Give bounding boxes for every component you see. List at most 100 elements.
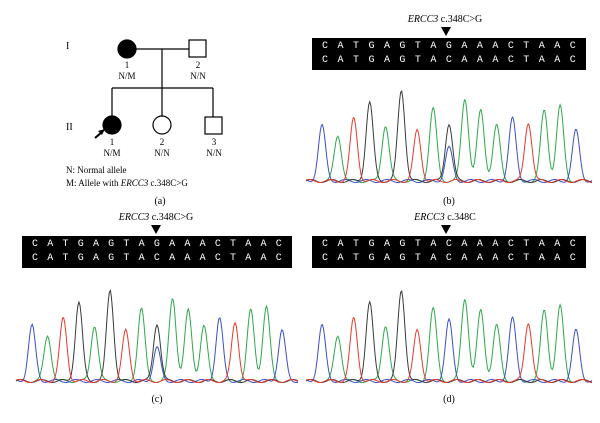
base-letter: C bbox=[445, 239, 452, 250]
base-letter: C bbox=[507, 239, 514, 250]
base-letter: C bbox=[322, 41, 329, 52]
base-letter: C bbox=[569, 253, 576, 264]
base-letter: T bbox=[352, 239, 359, 250]
legend-normal: N: Normal allele bbox=[66, 165, 127, 175]
caption-a: (a) bbox=[154, 196, 166, 207]
base-letter: C bbox=[32, 239, 39, 250]
base-letter: T bbox=[414, 55, 421, 66]
base-letter: A bbox=[47, 253, 54, 264]
chromatogram-trace-c bbox=[15, 289, 299, 384]
base-letter: A bbox=[92, 253, 99, 264]
base-letter: A bbox=[538, 239, 545, 250]
individual-I2-symbol bbox=[188, 39, 207, 58]
base-letter: T bbox=[523, 55, 530, 66]
base-letter: A bbox=[538, 253, 545, 264]
panel-d-title: ERCC3 c.348C bbox=[414, 212, 476, 223]
base-letter: A bbox=[554, 55, 561, 66]
base-letter: C bbox=[445, 253, 452, 264]
base-letter: T bbox=[414, 253, 421, 264]
base-letter: A bbox=[138, 253, 145, 264]
base-letter: A bbox=[492, 41, 499, 52]
base-letter: A bbox=[138, 239, 145, 250]
base-letter: A bbox=[47, 239, 54, 250]
base-letter: C bbox=[445, 55, 452, 66]
base-letter: T bbox=[414, 41, 421, 52]
base-letter: A bbox=[245, 253, 252, 264]
base-letter: A bbox=[476, 55, 483, 66]
base-letter: A bbox=[461, 239, 468, 250]
base-letter: G bbox=[368, 41, 375, 52]
chromatogram-trace-b bbox=[305, 90, 593, 184]
generation-I-label: I bbox=[66, 41, 70, 52]
base-letter: G bbox=[108, 239, 115, 250]
base-letter: T bbox=[352, 55, 359, 66]
base-letter: A bbox=[461, 253, 468, 264]
base-letter: C bbox=[507, 55, 514, 66]
trace-T bbox=[15, 317, 299, 384]
base-letter: A bbox=[184, 239, 191, 250]
base-letter: T bbox=[62, 253, 69, 264]
base-letter: T bbox=[352, 253, 359, 264]
base-letter: A bbox=[383, 41, 390, 52]
base-letter: C bbox=[153, 253, 160, 264]
base-letter: A bbox=[337, 253, 344, 264]
base-letter: A bbox=[492, 55, 499, 66]
base-letter: G bbox=[368, 239, 375, 250]
generation-II-label: II bbox=[66, 122, 73, 133]
base-letter: A bbox=[461, 41, 468, 52]
individual-II2-symbol bbox=[152, 115, 172, 135]
trace-T bbox=[305, 316, 593, 384]
base-letter: T bbox=[523, 253, 530, 264]
base-letter: T bbox=[123, 239, 130, 250]
base-letter: A bbox=[461, 55, 468, 66]
base-letter: A bbox=[538, 41, 545, 52]
base-letter: A bbox=[169, 253, 176, 264]
trace-A bbox=[305, 99, 593, 184]
base-letter: A bbox=[169, 239, 176, 250]
legend-mutant: M: Allele with ERCC3 c.348C>G bbox=[66, 178, 188, 188]
base-letter: A bbox=[199, 253, 206, 264]
base-letter: G bbox=[399, 253, 406, 264]
base-letter: A bbox=[492, 253, 499, 264]
base-letter: A bbox=[337, 55, 344, 66]
arrow-down-icon bbox=[441, 225, 451, 234]
base-letter: A bbox=[476, 239, 483, 250]
base-letter: A bbox=[383, 239, 390, 250]
base-letter: C bbox=[214, 239, 221, 250]
base-letter: G bbox=[399, 239, 406, 250]
trace-A bbox=[15, 297, 299, 384]
base-letter: A bbox=[492, 239, 499, 250]
base-letter: A bbox=[337, 239, 344, 250]
panel-b-title: ERCC3 c.348C>G bbox=[407, 14, 483, 25]
base-letter: A bbox=[476, 253, 483, 264]
panel-c-title: ERCC3 c.348C>G bbox=[118, 212, 194, 223]
base-letter: C bbox=[507, 253, 514, 264]
base-letter: G bbox=[77, 239, 84, 250]
base-letter: A bbox=[554, 41, 561, 52]
pedigree-legend: N: Normal allele M: Allele with ERCC3 c.… bbox=[66, 164, 188, 190]
base-letter: T bbox=[414, 239, 421, 250]
base-letter: G bbox=[368, 55, 375, 66]
caption-d: (d) bbox=[443, 394, 455, 405]
arrow-down-icon bbox=[441, 27, 451, 36]
base-letter: T bbox=[523, 239, 530, 250]
trace-G bbox=[15, 289, 299, 384]
base-letter: G bbox=[77, 253, 84, 264]
chromatogram-trace-d bbox=[305, 290, 593, 384]
base-letter: A bbox=[245, 239, 252, 250]
base-letter: A bbox=[476, 41, 483, 52]
base-letter: C bbox=[322, 55, 329, 66]
base-letter: A bbox=[260, 239, 267, 250]
trace-T bbox=[305, 116, 593, 184]
base-letter: C bbox=[275, 239, 282, 250]
base-letter: G bbox=[445, 41, 452, 52]
